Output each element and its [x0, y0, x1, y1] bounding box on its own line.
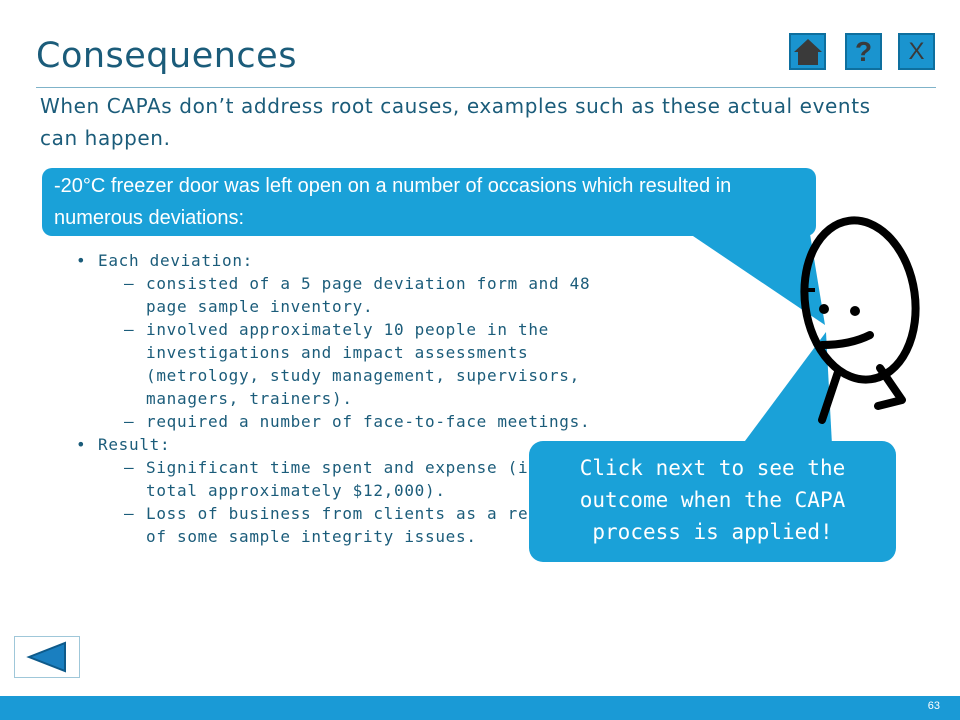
home-icon — [793, 38, 822, 65]
character-leg — [874, 364, 906, 410]
back-button[interactable] — [14, 636, 80, 678]
list-item: Each deviation: — [76, 249, 596, 272]
character-head — [800, 216, 920, 384]
bullet-list: Each deviation: consisted of a 5 page de… — [76, 249, 596, 548]
list-item: Significant time spent and expense (in t… — [76, 456, 596, 502]
footer-bar — [0, 696, 960, 720]
list-item: Result: — [76, 433, 596, 456]
callout-tail — [690, 234, 825, 325]
callout-text: -20°C freezer door was left open on a nu… — [54, 175, 732, 229]
slide-subtitle: When CAPAs don’t address root causes, ex… — [40, 94, 871, 150]
title-divider — [36, 87, 936, 88]
list-item: consisted of a 5 page deviation form and… — [76, 272, 596, 318]
back-arrow-icon — [26, 641, 66, 673]
close-icon: X — [908, 37, 925, 65]
character-leg — [818, 368, 842, 424]
help-icon: ? — [854, 35, 873, 67]
home-button[interactable] — [789, 33, 826, 70]
speech-tail — [742, 332, 832, 445]
speech-bubble-text: Click next to see the outcome when the C… — [579, 456, 846, 544]
list-item: Loss of business from clients as a resul… — [76, 502, 596, 548]
page-number: 63 — [927, 700, 940, 712]
character-mouth — [818, 331, 874, 349]
page-title: Consequences — [36, 36, 297, 76]
list-item: required a number of face-to-face meetin… — [76, 410, 596, 433]
character-eye — [850, 306, 860, 316]
speech-bubble — [529, 441, 896, 562]
callout-box — [42, 168, 816, 236]
help-button[interactable]: ? — [845, 33, 882, 70]
list-item: involved approximately 10 people in the … — [76, 318, 596, 410]
character-eye — [819, 304, 829, 314]
close-button[interactable]: X — [898, 33, 935, 70]
